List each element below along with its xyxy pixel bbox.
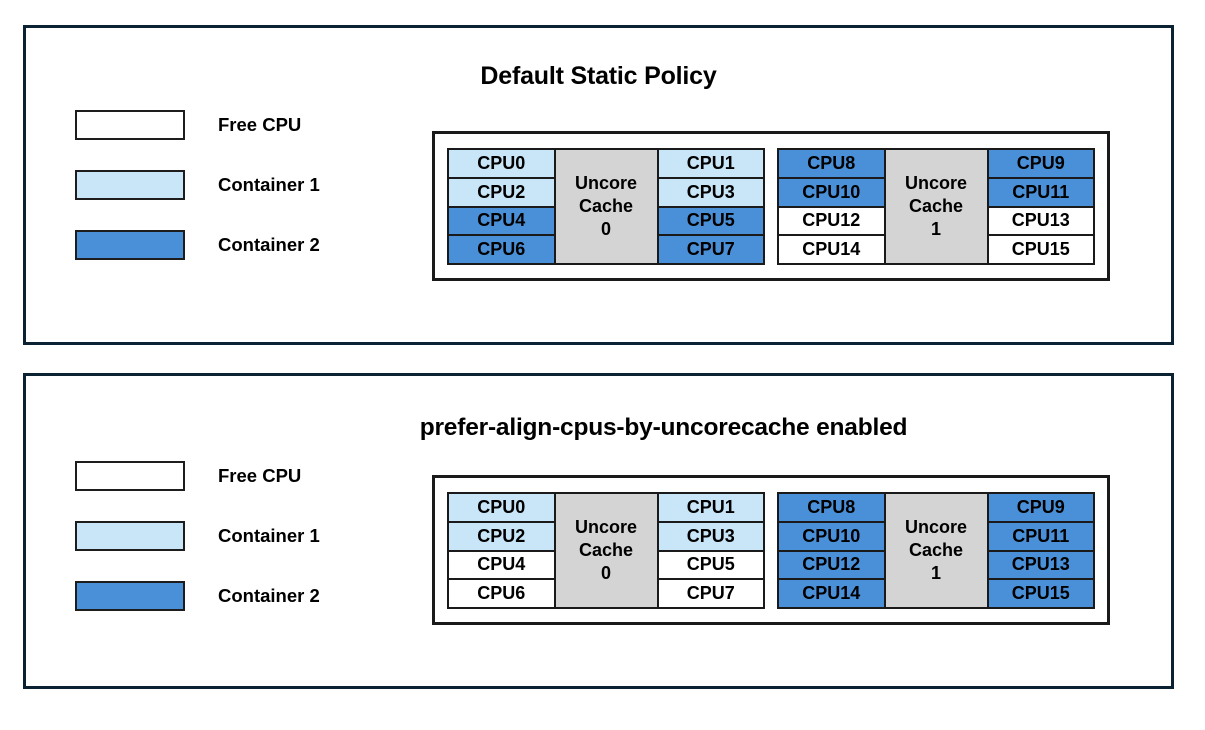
uncore-cache-label-0: Uncore Cache 0 <box>553 150 659 263</box>
panel-prefer-align-cpus-by-uncorecache: prefer-align-cpus-by-uncorecache enabled… <box>23 373 1174 689</box>
cpu-cell: CPU12 <box>779 551 884 581</box>
cpu-cell: CPU13 <box>988 207 1093 237</box>
cpu-cell: CPU4 <box>449 207 554 237</box>
legend-item-free-cpu: Free CPU <box>75 110 320 140</box>
uncore-cache-group-1: CPU8 CPU10 CPU12 CPU14 Uncore Cache 1 CP… <box>777 492 1095 609</box>
cpu-cell: CPU12 <box>779 207 884 237</box>
cache-label-line-2: Cache <box>908 539 964 560</box>
cpu-column-right-group-1: CPU9 CPU11 CPU13 CPU15 <box>988 494 1093 607</box>
cpu-cell: CPU10 <box>779 522 884 552</box>
cpu-column-left-group-1: CPU8 CPU10 CPU12 CPU14 <box>779 150 884 263</box>
cpu-cell: CPU0 <box>449 494 554 523</box>
legend-label-free-cpu: Free CPU <box>218 465 302 486</box>
cpu-cell: CPU11 <box>988 178 1093 208</box>
cpu-cell: CPU7 <box>658 580 763 607</box>
uncore-cache-group-0: CPU0 CPU2 CPU4 CPU6 Uncore Cache 0 CPU1 … <box>447 492 765 609</box>
cache-label-line-3: 1 <box>930 563 941 584</box>
cpu-topology-diagram-bottom: CPU0 CPU2 CPU4 CPU6 Uncore Cache 0 CPU1 … <box>432 475 1110 625</box>
cpu-cell: CPU14 <box>779 580 884 607</box>
cpu-cell: CPU1 <box>658 494 763 523</box>
legend-top: Free CPU Container 1 Container 2 <box>75 110 320 290</box>
legend-swatch-free-cpu <box>75 461 185 491</box>
uncore-cache-label-1: Uncore Cache 1 <box>883 150 989 263</box>
legend-item-free-cpu: Free CPU <box>75 461 320 491</box>
legend-swatch-container-2 <box>75 230 185 260</box>
cache-label-line-1: Uncore <box>904 172 967 193</box>
cache-label-line-1: Uncore <box>904 516 967 537</box>
legend-label-container-1: Container 1 <box>218 174 320 195</box>
cache-label-line-1: Uncore <box>574 516 637 537</box>
cpu-cell: CPU9 <box>988 494 1093 523</box>
cache-label-line-2: Cache <box>578 539 634 560</box>
cpu-cell: CPU3 <box>658 178 763 208</box>
cpu-cell: CPU2 <box>449 178 554 208</box>
legend-label-container-2: Container 2 <box>218 585 320 606</box>
cpu-cell: CPU15 <box>988 580 1093 607</box>
cpu-column-right-group-0: CPU1 CPU3 CPU5 CPU7 <box>658 494 763 607</box>
legend-bottom: Free CPU Container 1 Container 2 <box>75 461 320 641</box>
cache-label-line-2: Cache <box>578 195 634 216</box>
legend-swatch-container-1 <box>75 170 185 200</box>
cpu-cell: CPU14 <box>779 236 884 263</box>
panel-default-static-policy: Default Static Policy Free CPU Container… <box>23 25 1174 345</box>
cpu-column-left-group-1: CPU8 CPU10 CPU12 CPU14 <box>779 494 884 607</box>
legend-swatch-container-2 <box>75 581 185 611</box>
legend-swatch-free-cpu <box>75 110 185 140</box>
legend-label-container-2: Container 2 <box>218 234 320 255</box>
cpu-column-right-group-0: CPU1 CPU3 CPU5 CPU7 <box>658 150 763 263</box>
uncore-cache-label-0: Uncore Cache 0 <box>553 494 659 607</box>
cpu-cell: CPU5 <box>658 551 763 581</box>
cpu-column-right-group-1: CPU9 CPU11 CPU13 CPU15 <box>988 150 1093 263</box>
cpu-cell: CPU6 <box>449 236 554 263</box>
uncore-cache-group-0: CPU0 CPU2 CPU4 CPU6 Uncore Cache 0 CPU1 … <box>447 148 765 265</box>
cache-label-line-3: 1 <box>930 219 941 240</box>
cpu-cell: CPU10 <box>779 178 884 208</box>
cpu-cell: CPU9 <box>988 150 1093 179</box>
cpu-cell: CPU5 <box>658 207 763 237</box>
cpu-column-left-group-0: CPU0 CPU2 CPU4 CPU6 <box>449 150 554 263</box>
cpu-cell: CPU6 <box>449 580 554 607</box>
cache-label-line-3: 0 <box>600 563 611 584</box>
cache-label-line-1: Uncore <box>574 172 637 193</box>
cpu-topology-diagram-top: CPU0 CPU2 CPU4 CPU6 Uncore Cache 0 CPU1 … <box>432 131 1110 281</box>
uncore-cache-group-1: CPU8 CPU10 CPU12 CPU14 Uncore Cache 1 CP… <box>777 148 1095 265</box>
cpu-cell: CPU8 <box>779 494 884 523</box>
cpu-cell: CPU13 <box>988 551 1093 581</box>
cpu-cell: CPU7 <box>658 236 763 263</box>
legend-label-container-1: Container 1 <box>218 525 320 546</box>
cpu-cell: CPU3 <box>658 522 763 552</box>
cpu-cell: CPU4 <box>449 551 554 581</box>
uncore-cache-label-1: Uncore Cache 1 <box>883 494 989 607</box>
legend-label-free-cpu: Free CPU <box>218 114 302 135</box>
legend-item-container-2: Container 2 <box>75 581 320 611</box>
cache-label-line-2: Cache <box>908 195 964 216</box>
legend-item-container-1: Container 1 <box>75 521 320 551</box>
cpu-cell: CPU15 <box>988 236 1093 263</box>
cpu-cell: CPU11 <box>988 522 1093 552</box>
legend-item-container-2: Container 2 <box>75 230 320 260</box>
page-title-bottom: prefer-align-cpus-by-uncorecache enabled <box>26 414 1171 442</box>
cpu-cell: CPU1 <box>658 150 763 179</box>
page-title-top: Default Static Policy <box>480 62 717 90</box>
cpu-cell: CPU0 <box>449 150 554 179</box>
cpu-cell: CPU8 <box>779 150 884 179</box>
legend-swatch-container-1 <box>75 521 185 551</box>
legend-item-container-1: Container 1 <box>75 170 320 200</box>
page-title-bottom-text: prefer-align-cpus-by-uncorecache enabled <box>419 414 908 441</box>
cache-label-line-3: 0 <box>600 219 611 240</box>
cpu-cell: CPU2 <box>449 522 554 552</box>
cpu-column-left-group-0: CPU0 CPU2 CPU4 CPU6 <box>449 494 554 607</box>
